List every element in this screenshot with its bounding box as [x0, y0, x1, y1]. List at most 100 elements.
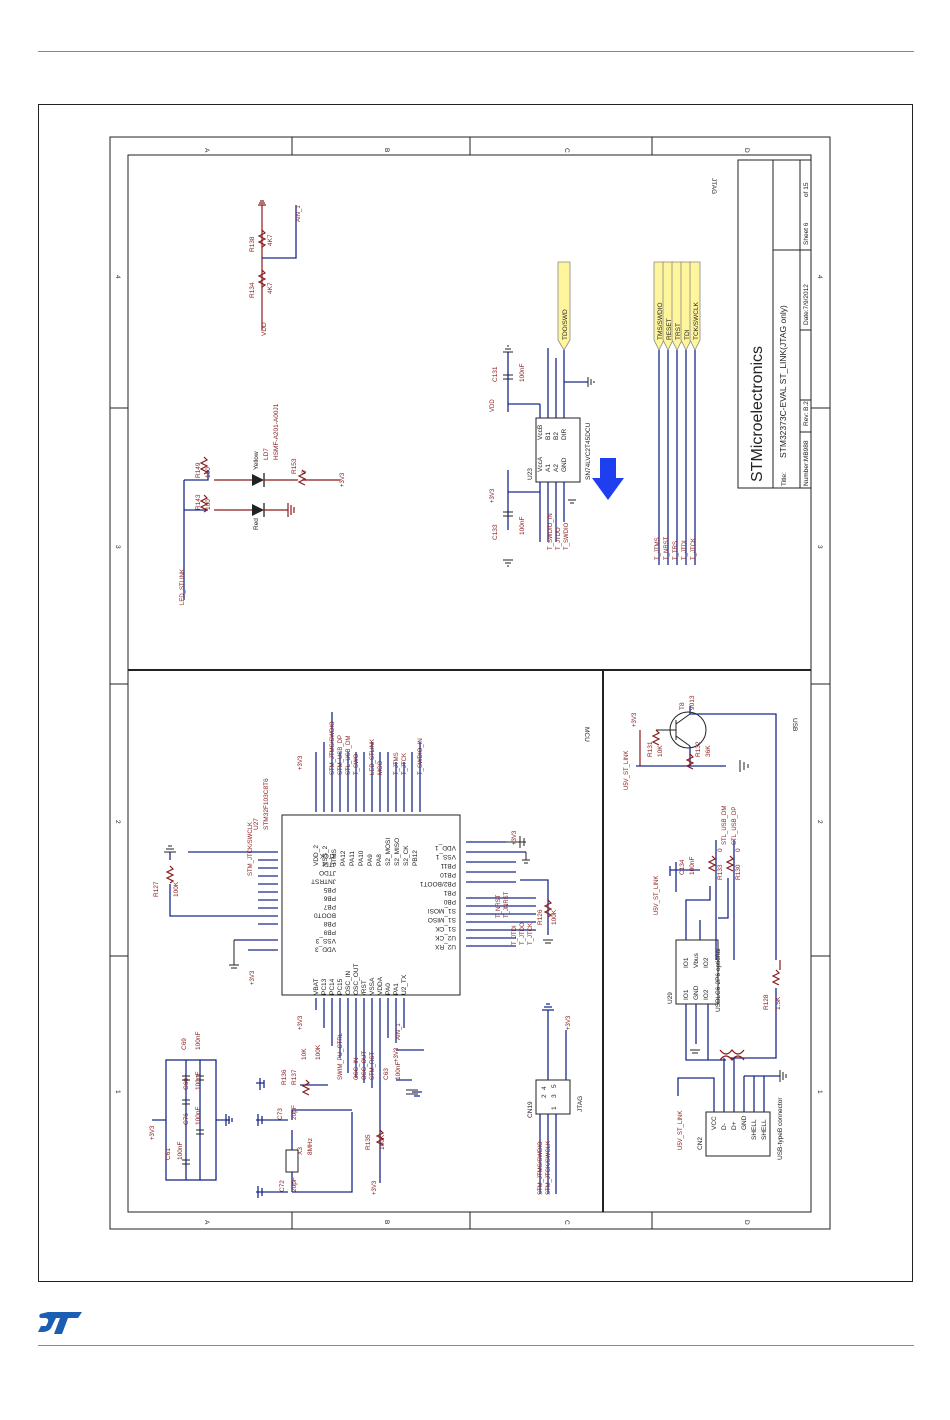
schematic-frame: [38, 104, 913, 1282]
cn2-pin: D+: [731, 1121, 738, 1130]
mcu-pin-label: OSC_OUT: [353, 964, 360, 995]
u23-pin: DIR: [561, 429, 568, 441]
zone-numbers-right: 4 3 2 1: [816, 275, 823, 1094]
c69-label: C69: [181, 1038, 188, 1050]
mcu-pin-label: U2_RX: [434, 943, 456, 950]
mcu-supply-net: +3V3: [250, 970, 256, 985]
u27-part: STM32F103C8T6: [263, 778, 270, 830]
usb5v-net: U5V_ST_LINK: [678, 1111, 684, 1150]
u23-pin: A1: [545, 464, 552, 472]
led-stlink-net: LED_STLINK: [180, 569, 186, 605]
title-label: Title:: [781, 472, 788, 486]
c61-value: 100nF: [177, 1142, 184, 1160]
c134-label: C134: [679, 859, 686, 875]
r128-value: 1.5K: [775, 996, 782, 1010]
r136-value: 100K: [315, 1044, 322, 1060]
u23-pin: VccA: [537, 456, 544, 472]
u29-pin: IO1: [683, 989, 690, 1000]
usb-dm-net: STL_USB_DM: [722, 806, 728, 845]
mcu-net: MCO: [378, 761, 384, 775]
r127-value: 100K: [173, 881, 180, 897]
mcu-pin-label: /RST: [361, 980, 368, 995]
mcu-pin-label: JTCK: [319, 852, 336, 859]
mcu-pin-label: PB11: [440, 862, 456, 869]
mcu-pin-label: PA1: [393, 983, 400, 995]
c69-value: 100nF: [195, 1032, 202, 1050]
cn19-name: JTAG: [577, 1096, 584, 1112]
u23-pin: A2: [553, 464, 560, 472]
usb-transistor-t8: T8 9013 R131 10K R132 36K +3V3 U5V_ST_LI…: [624, 695, 777, 960]
mcu-net: T_SWO: [354, 753, 360, 775]
r134-label: R134: [249, 282, 256, 298]
r137-value: 10K: [301, 1048, 308, 1060]
x3-label: X3: [297, 1147, 304, 1155]
mcu-pin-label: PA0: [385, 983, 392, 995]
usb-connector-cn2: VCC D- D+ GND SHELL SHELL CN2 USB-typeB …: [677, 1058, 787, 1160]
r149-label: R149: [195, 462, 202, 478]
mcu-supply-net: +3V3: [512, 830, 518, 845]
c63-label: C63: [383, 1068, 390, 1080]
u23-net: T_SWDIO_IN: [548, 513, 554, 550]
c63-value: 100nF: [395, 1062, 402, 1080]
mcu-bottom-nets: +3V3 R126 100K T_NRST T_JNRST T_JTDI T_J…: [466, 830, 558, 947]
mcu-pin-label: PB1: [443, 889, 456, 896]
zone-number: 3: [114, 545, 121, 549]
mcu-net: AIN_1: [396, 1023, 402, 1040]
zone-letter: B: [383, 1220, 390, 1224]
r127-label: R127: [153, 881, 160, 897]
jtag-net: T_JTDI: [682, 540, 688, 560]
ain1-net: AIN_1: [296, 205, 302, 222]
usb5v-net: U5V_ST_LINK: [654, 876, 660, 915]
zone-letter: A: [203, 1220, 210, 1225]
r126-value: 100K: [551, 909, 558, 925]
mcu-pin-label: BOOT0: [314, 912, 336, 919]
u23-supply-net: +3V3: [490, 488, 496, 503]
cn19-pin: 3: [551, 1094, 558, 1098]
mcu-pin-label: PA11: [349, 851, 356, 866]
decoupling-caps: C69 100nF C60 100nF C76 100nF C61 100nF …: [150, 1032, 233, 1181]
r130-label: R130: [735, 864, 742, 880]
usb-protection-u29: IO1 GND IO2 IO1 Vbus IO2 U29 USBLC6-2P6 …: [654, 806, 742, 1061]
top-rule: [38, 51, 914, 52]
r153-value: 0: [301, 470, 308, 474]
jtag-net: T_TRS: [673, 541, 679, 560]
zone-numbers-left: 4 3 2 1: [114, 275, 121, 1094]
c76-label: C76: [183, 1113, 190, 1125]
mcu-net: STM_RST: [370, 1052, 376, 1080]
mcu-pin-label: S2_MOSI: [385, 838, 392, 866]
mcu-pin-label: PC13: [321, 978, 328, 995]
cn19-label: CN19: [527, 1101, 534, 1118]
mcu-pin-label: JTMS: [331, 848, 338, 866]
cn19-pin: 2: [541, 1094, 548, 1098]
usb-dp-net: STL_USB_DP: [732, 807, 738, 845]
r135-value: 100K: [379, 1134, 386, 1150]
section-label-usb: USB: [791, 718, 798, 731]
mcu-net: T_JTMS: [394, 752, 400, 775]
r130-value: 0: [735, 848, 742, 852]
jtag-connector-cn19: 2 4 1 3 5 CN19 JTAG +3V3 STM_JTMS/SWDIO …: [527, 1003, 584, 1195]
mcu-net: OSC_OUT: [362, 1051, 368, 1080]
u29-part: USBLC6-2P6 optional: [715, 948, 722, 1012]
ld7-label: LD7: [263, 448, 270, 460]
mcu-pin-label: PB12: [412, 850, 419, 866]
jtag-port-label: RESET: [666, 318, 673, 340]
drawing-rev: Rev: B.2: [803, 401, 810, 426]
c73-label: C73: [277, 1108, 284, 1120]
u23-pin: B1: [545, 432, 552, 440]
u23-pin: GND: [561, 457, 568, 472]
jtag-port-label: TCK/SWCLK: [693, 301, 700, 340]
c131-label: C131: [492, 366, 499, 382]
mcu-pin-label: VSS_3: [315, 937, 336, 944]
r138-value: 4K7: [267, 234, 274, 246]
led-red-label: Red: [253, 518, 260, 530]
ain-divider: R138 4K7 R134 4K7 VDD AIN_1: [249, 200, 302, 336]
mcu-pin-label: PB9: [323, 929, 336, 936]
mcu-pin-label: S1_MISO: [428, 916, 456, 923]
jtag-net: T_JTCK: [691, 538, 697, 560]
vdd-net: VDD: [261, 322, 268, 336]
cn2-pin: SHELL: [751, 1119, 758, 1140]
r131-value: 10K: [657, 745, 664, 757]
c60-label: C60: [183, 1078, 190, 1090]
cn19-supply-net: +3V3: [566, 1015, 572, 1030]
u23-net: T_SWDIO: [564, 522, 570, 550]
